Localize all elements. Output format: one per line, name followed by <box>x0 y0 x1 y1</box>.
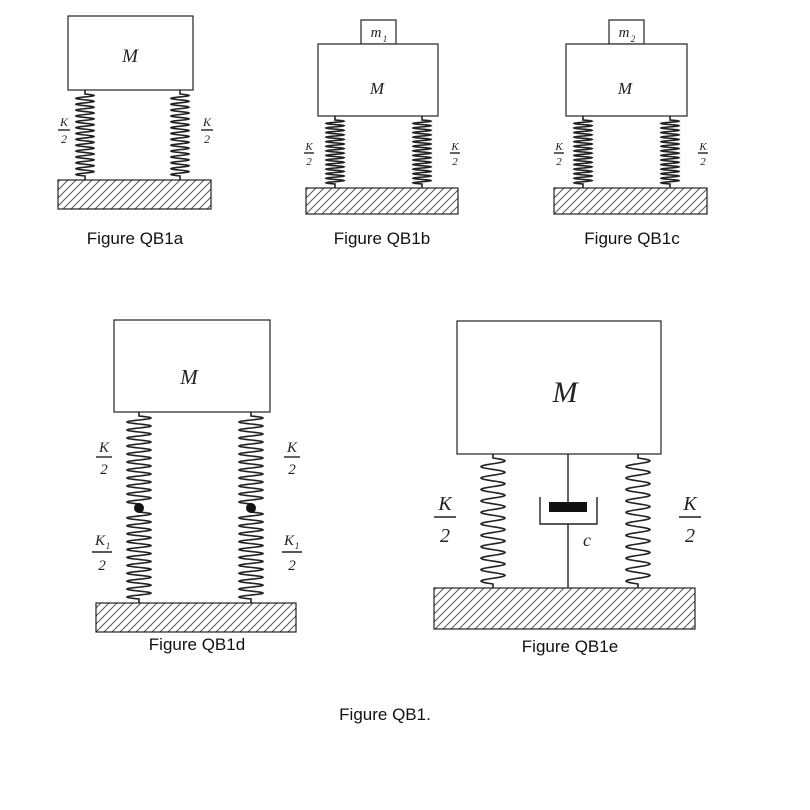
mass-label: M <box>179 365 199 389</box>
mass-block <box>113 319 271 413</box>
left-spring <box>324 116 346 188</box>
svg-text:K: K <box>554 141 563 153</box>
right-upper-spring <box>237 412 265 508</box>
figure-caption: Figure QB1b <box>334 229 430 248</box>
svg-text:K: K <box>682 493 698 515</box>
svg-text:K: K <box>304 141 313 153</box>
small-mass-label: m 2 <box>619 25 636 44</box>
svg-text:K: K <box>283 533 295 549</box>
right-spring <box>169 90 191 180</box>
svg-text:K: K <box>698 141 707 153</box>
svg-text:2: 2 <box>631 34 636 44</box>
mass-label: M <box>552 376 580 409</box>
left-spring <box>74 90 96 180</box>
mass-block <box>456 320 662 455</box>
left-spring <box>572 116 594 188</box>
left-upper-spring-label: K 2 <box>96 440 112 478</box>
damper: c <box>539 454 598 588</box>
left-spring-label: K 2 <box>58 115 70 146</box>
ground-hatched <box>305 187 459 215</box>
left-lower-spring-label: K 1 2 <box>92 533 112 574</box>
svg-text:2: 2 <box>556 156 562 168</box>
svg-text:K: K <box>202 115 212 129</box>
mass-block <box>67 15 194 91</box>
right-spring-label: K 2 <box>679 493 701 547</box>
svg-text:2: 2 <box>98 558 106 574</box>
mass-label: M <box>121 46 139 67</box>
figure-qb1e: M c K 2 K 2 Figure QB1e <box>433 320 701 656</box>
svg-text:K: K <box>98 440 110 456</box>
svg-text:2: 2 <box>288 462 296 478</box>
right-spring-label: K 2 <box>450 141 460 168</box>
right-junction-node <box>246 503 256 513</box>
svg-text:K: K <box>437 493 453 515</box>
left-spring-label: K 2 <box>434 493 456 547</box>
right-spring <box>411 116 433 188</box>
damper-piston <box>549 502 587 512</box>
left-spring-label: K 2 <box>304 141 314 168</box>
damper-label: c <box>583 530 591 550</box>
svg-text:2: 2 <box>288 558 296 574</box>
svg-text:m: m <box>371 25 382 41</box>
svg-text:2: 2 <box>452 156 458 168</box>
svg-text:1: 1 <box>383 34 388 44</box>
right-lower-spring-label: K 1 2 <box>282 533 302 574</box>
svg-text:2: 2 <box>61 132 67 146</box>
ground-hatched <box>95 602 297 633</box>
mass-label: M <box>369 79 385 98</box>
left-junction-node <box>134 503 144 513</box>
left-spring-label: K 2 <box>554 141 564 168</box>
right-spring-label: K 2 <box>201 115 213 146</box>
figure-caption: Figure QB1a <box>87 229 184 248</box>
svg-text:K: K <box>59 115 69 129</box>
figure-caption: Figure QB1d <box>149 635 245 654</box>
svg-text:K: K <box>450 141 459 153</box>
svg-text:2: 2 <box>204 132 210 146</box>
left-upper-spring <box>125 412 153 508</box>
svg-text:K: K <box>286 440 298 456</box>
mass-block <box>565 43 688 117</box>
svg-text:K: K <box>94 533 106 549</box>
svg-text:2: 2 <box>685 525 695 547</box>
svg-text:2: 2 <box>306 156 312 168</box>
figure-caption: Figure QB1e <box>522 637 618 656</box>
svg-text:m: m <box>619 25 630 41</box>
mass-label: M <box>617 79 633 98</box>
ground-hatched <box>57 179 212 210</box>
small-mass-block <box>360 19 397 45</box>
figure-qb1a: M K 2 K 2 Figure QB1a <box>57 15 213 248</box>
right-spring-label: K 2 <box>698 141 708 168</box>
figure-qb1d: M K 2 K 2 K 1 2 K 1 2 Figure QB1d <box>92 319 302 654</box>
svg-text:1: 1 <box>106 541 111 551</box>
svg-text:1: 1 <box>295 541 300 551</box>
figure-qb1c: m 2 M K 2 K 2 Figure QB1c <box>553 19 708 248</box>
ground-hatched <box>433 587 696 630</box>
right-upper-spring-label: K 2 <box>284 440 300 478</box>
right-spring <box>624 454 652 588</box>
mass-block <box>317 43 439 117</box>
small-mass-label: m 1 <box>371 25 388 44</box>
figure-qb1b: m 1 M K 2 K 2 Figure QB1b <box>304 19 460 248</box>
figure-caption: Figure QB1c <box>584 229 680 248</box>
svg-text:2: 2 <box>440 525 450 547</box>
right-lower-spring <box>237 508 265 603</box>
svg-text:2: 2 <box>700 156 706 168</box>
right-spring <box>659 116 681 188</box>
left-lower-spring <box>125 508 153 603</box>
svg-text:2: 2 <box>100 462 108 478</box>
main-caption: Figure QB1. <box>339 705 431 724</box>
ground-hatched <box>553 187 708 215</box>
left-spring <box>479 454 507 588</box>
